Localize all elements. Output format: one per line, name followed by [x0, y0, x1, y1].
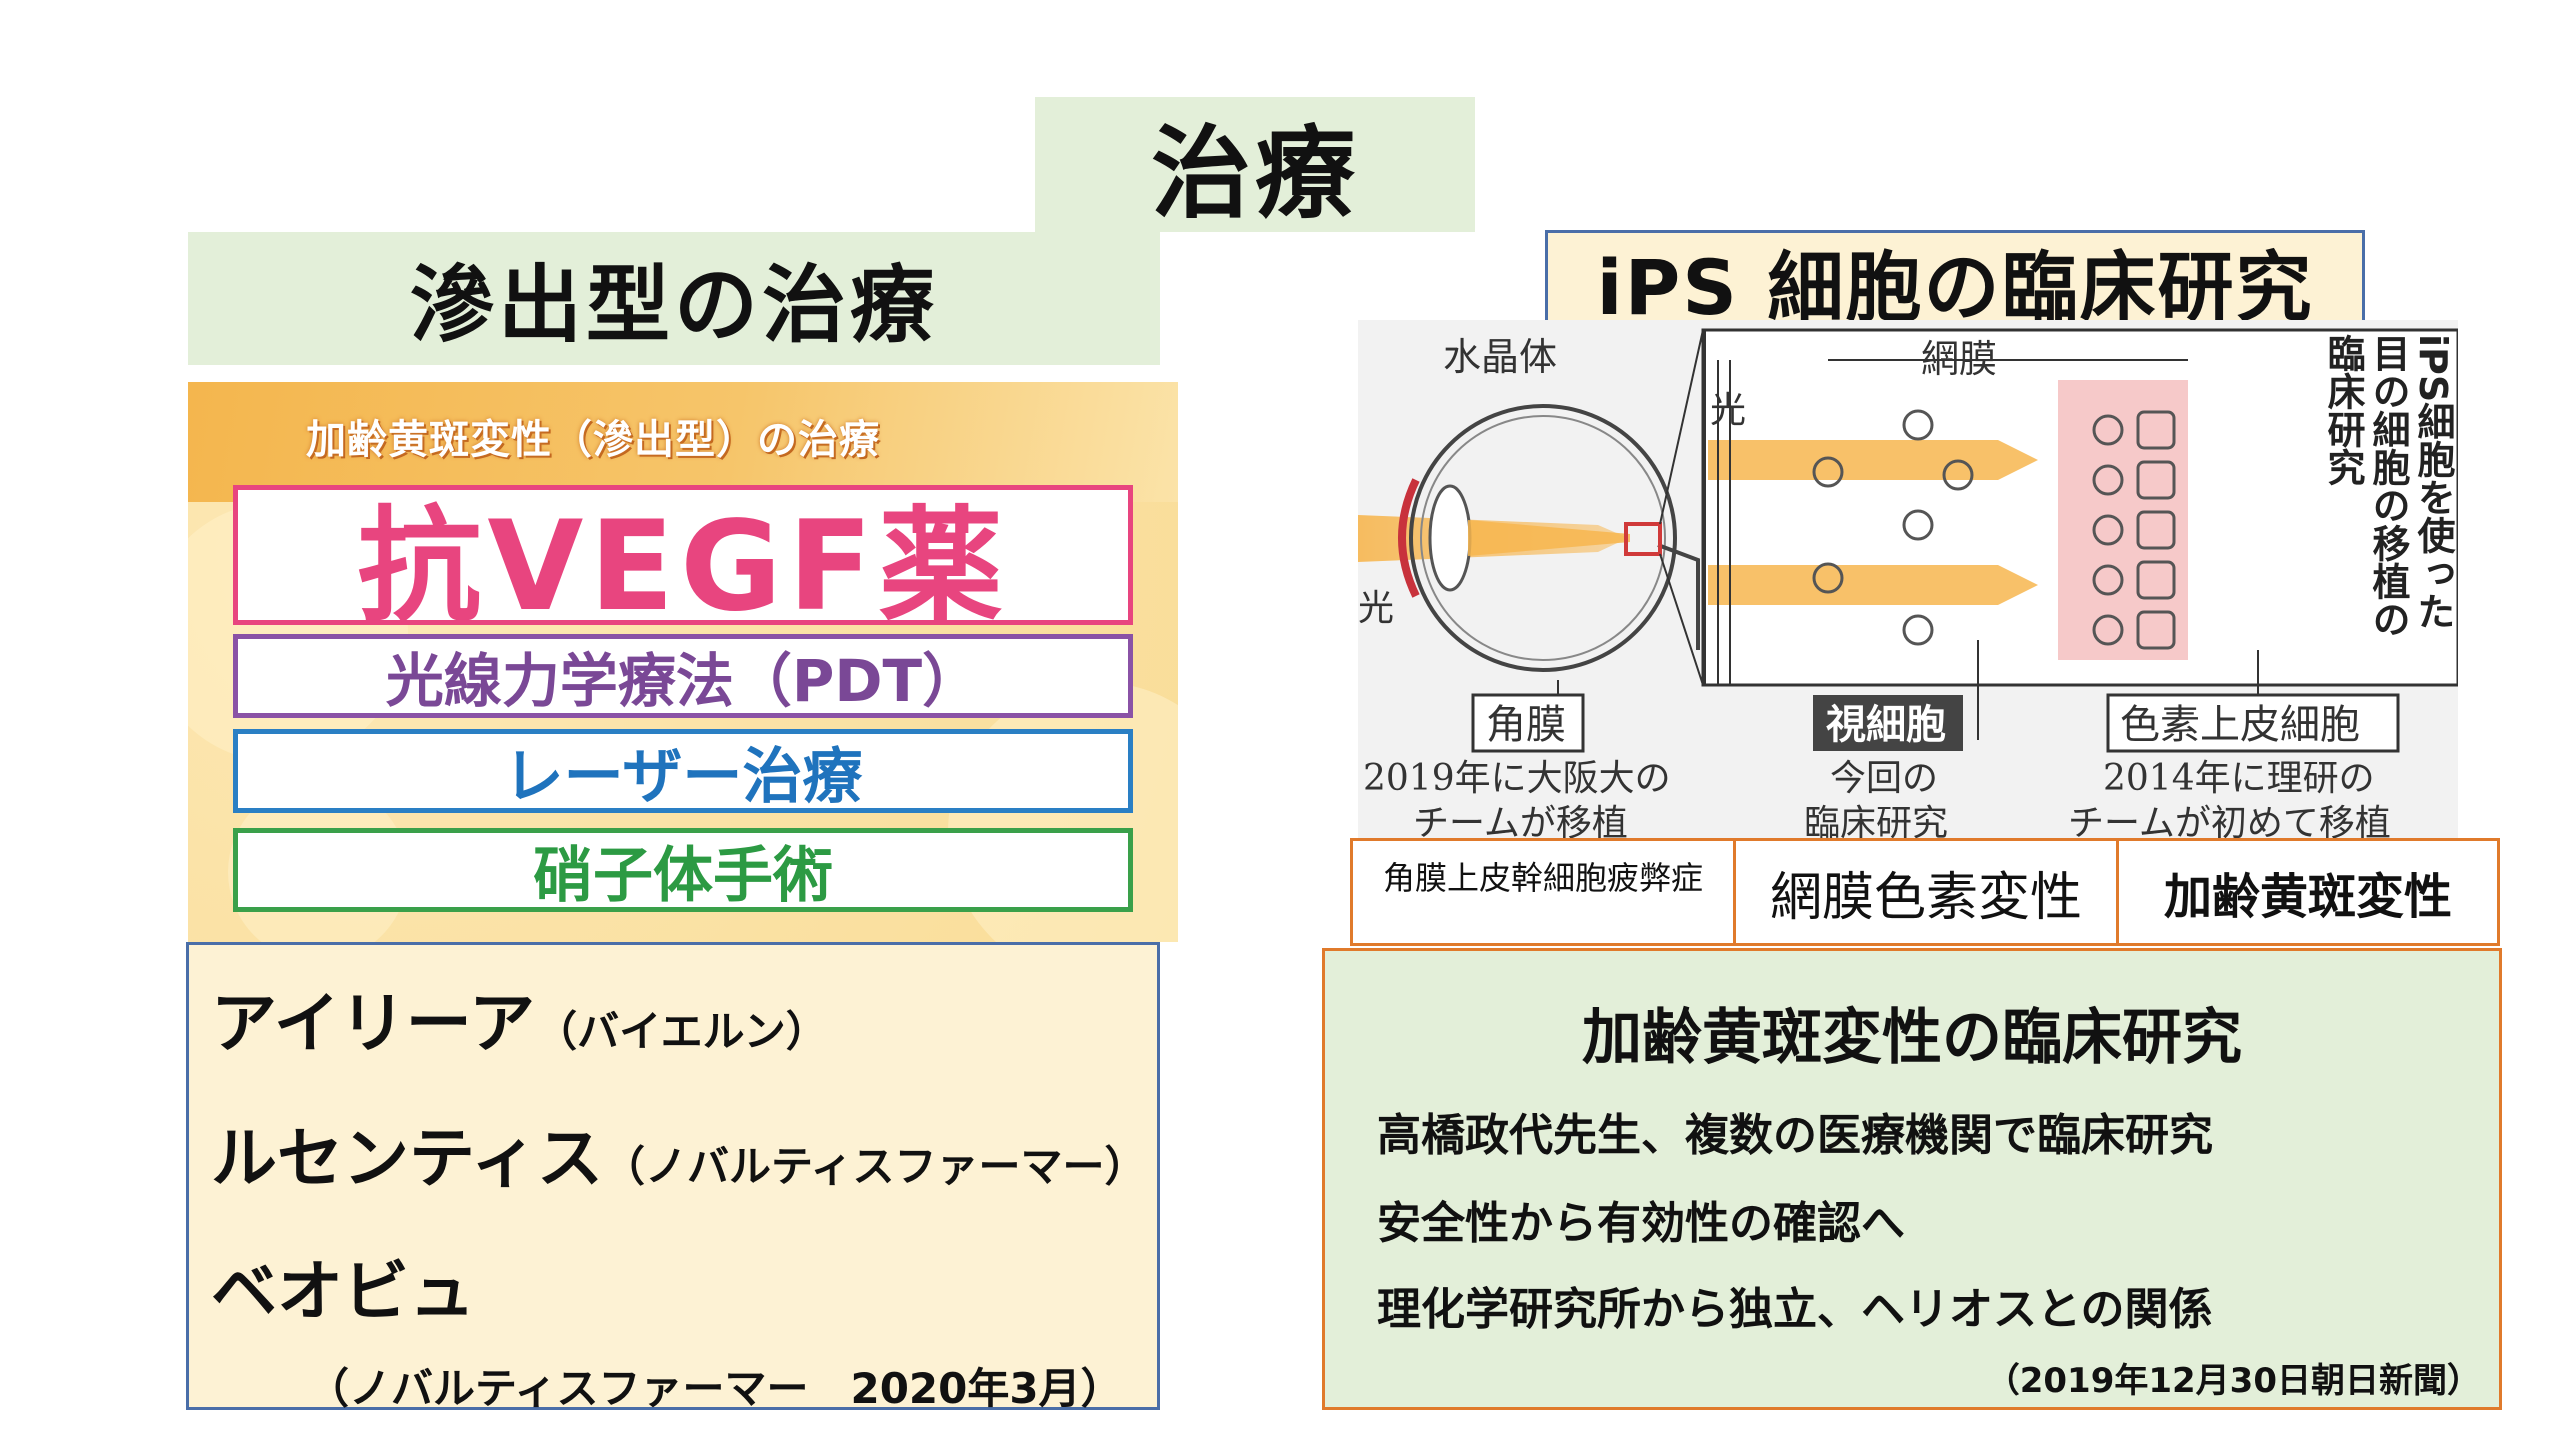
disease-row: 角膜上皮幹細胞疲弊症 網膜色素変性 加齢黄斑変性	[1350, 838, 2500, 946]
cornea-label-box	[1471, 693, 1585, 753]
label-retina: 網膜	[1921, 337, 1997, 381]
drug-item: ベオビュ	[211, 1238, 475, 1334]
research-title: 加齢黄斑変性の臨床研究	[1582, 1003, 2242, 1073]
label-lens: 水晶体	[1443, 335, 1557, 379]
note-rpe: 2014年に理研のチームが初めて移植	[2068, 758, 2391, 842]
drug-source-note: （ノバルティスファーマー 2020年3月）	[307, 1364, 1123, 1413]
label-light-top: 光	[1710, 390, 1746, 431]
amd-research-box: 加齢黄斑変性の臨床研究 高橋政代先生、複数の医療機関で臨床研究 安全性から有効性…	[1322, 948, 2502, 1410]
drug-maker: （ノバルティスファーマー）	[603, 1142, 1147, 1191]
vertical-headline-1: iPS細胞を使った	[2411, 334, 2455, 630]
label-light-left: 光	[1358, 588, 1394, 629]
research-line: 安全性から有効性の確認へ	[1377, 1198, 1905, 1249]
research-line: 理化学研究所から独立、ヘリオスとの関係	[1377, 1284, 2213, 1335]
ips-research-header: iPS 細胞の臨床研究	[1545, 230, 2365, 332]
caption-banner	[188, 382, 1178, 502]
treatment-pdt: 光線力学療法（PDT）	[233, 634, 1133, 718]
zoom-line	[1659, 329, 1704, 525]
disease-rp: 網膜色素変性	[1736, 841, 2119, 943]
treatment-graphic-panel: 加齢黄斑変性（滲出型）の治療 抗VEGF薬 光線力学療法（PDT） レーザー治療…	[188, 382, 1178, 942]
eye-diagram-svg: 水晶体 網膜 光 光 角膜 視細胞 色素上皮細胞 2019年に大阪大のチームが移…	[1358, 328, 2458, 842]
label-photoreceptor: 視細胞	[1826, 702, 1946, 748]
zoom-line	[1659, 553, 1704, 686]
drug-name: ルセンティス	[211, 1120, 604, 1197]
drug-name: アイリーア	[211, 985, 536, 1062]
treatment-vitrectomy: 硝子体手術	[233, 828, 1133, 912]
research-source-note: （2019年12月30日朝日新聞）	[1985, 1361, 2481, 1401]
treatment-laser: レーザー治療	[233, 729, 1133, 813]
vertical-headline-3: 臨床研究	[2321, 334, 2365, 486]
cell-rows	[1812, 409, 2176, 650]
treatment-anti-vegf: 抗VEGF薬	[233, 485, 1133, 639]
label-rpe: 色素上皮細胞	[2120, 702, 2360, 748]
light-beam-detail	[1708, 565, 2038, 605]
disease-amd: 加齢黄斑変性	[2163, 869, 2452, 925]
vertical-headline-2: 目の細胞の移植の	[2366, 334, 2410, 638]
panel-caption: 加齢黄斑変性（滲出型）の治療	[306, 417, 880, 463]
eyeball	[1409, 404, 1677, 672]
wet-amd-treatment-header: 滲出型の治療	[188, 232, 1160, 365]
disease-cornea: 角膜上皮幹細胞疲弊症	[1353, 841, 1736, 943]
rpe-label-box	[2106, 693, 2400, 753]
optic-nerve	[1657, 543, 1700, 650]
lens-shape	[1428, 484, 1472, 592]
drug-item: アイリーア（バイエルン）	[211, 970, 828, 1066]
cornea-arc	[1398, 478, 1420, 598]
drug-list-box: アイリーア（バイエルン） ルセンティス（ノバルティスファーマー） ベオビュ （ノ…	[186, 942, 1160, 1413]
rpe-layer	[2058, 380, 2188, 660]
focused-beam	[1468, 520, 1630, 556]
drug-maker: （バイエルン）	[535, 1007, 828, 1056]
zoom-marker	[1624, 522, 1662, 556]
research-line: 高橋政代先生、複数の医療機関で臨床研究	[1377, 1110, 2213, 1161]
note-photoreceptor: 今回の臨床研究	[1804, 758, 1948, 842]
note-cornea: 2019年に大阪大のチームが移植	[1363, 758, 1671, 842]
light-beam-detail	[1708, 440, 2038, 480]
drug-name: ベオビュ	[211, 1253, 475, 1330]
eye-transplant-diagram: 水晶体 網膜 光 光 角膜 視細胞 色素上皮細胞 2019年に大阪大のチームが移…	[1358, 320, 2458, 842]
label-cornea: 角膜	[1486, 702, 1566, 748]
photoreceptor-label-box	[1813, 695, 1963, 751]
eyeball-inner	[1420, 415, 1666, 661]
drug-item: ルセンティス（ノバルティスファーマー）	[211, 1105, 1147, 1201]
slide-title: 治療	[1035, 97, 1475, 232]
frame-edge	[1703, 330, 1706, 685]
